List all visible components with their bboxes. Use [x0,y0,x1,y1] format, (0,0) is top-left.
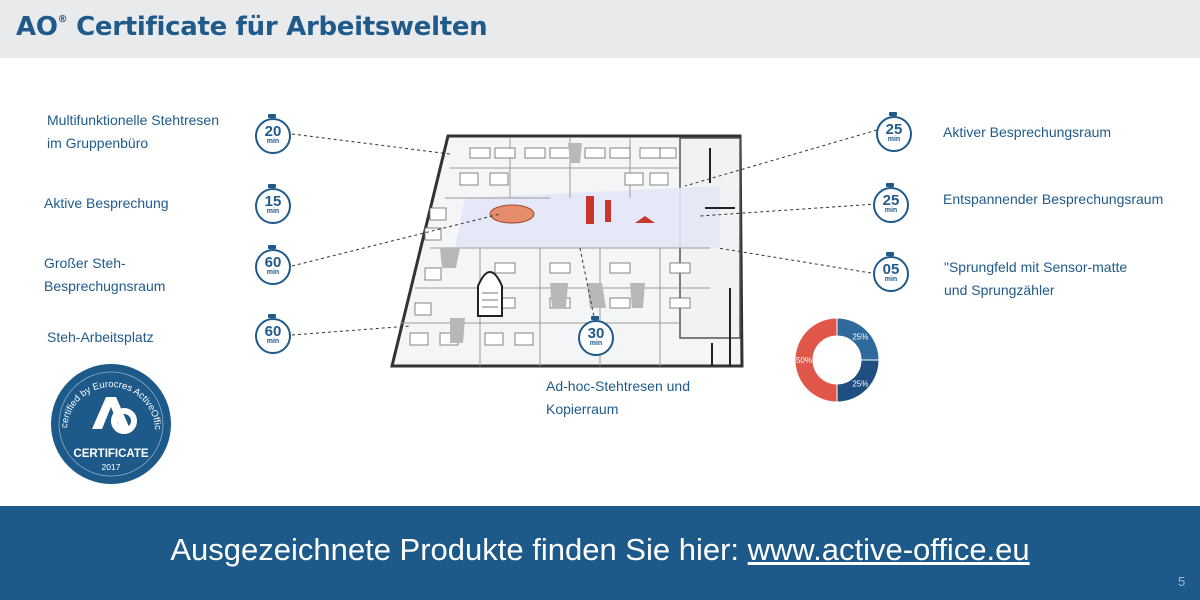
stopwatch-icon [268,114,276,118]
page-title: AO® Certificate für Arbeitswelten [16,12,488,42]
label-grosser-steh-besprechungsraum: Großer Steh- Besprechugnsraum [44,255,166,294]
page-number: 5 [1178,574,1186,589]
floor-plan-illustration [291,129,878,368]
active-office-logo-icon [92,397,137,434]
badge-label: CERTIFICATE [73,448,149,460]
footer-text: Ausgezeichnete Produkte finden Sie hier:… [170,532,1030,567]
stopwatch-icon [591,316,599,320]
label-sprungfeld: "Sprungfeld mit Sensor-matte und Sprungz… [944,259,1128,298]
donut-slice-2 [794,317,838,403]
stopwatch-icon [268,184,276,188]
donut-chart: 25% 25% 50% [794,317,880,403]
active-office-link[interactable]: www.active-office.eu [747,532,1030,567]
stopwatch-icon [889,112,897,116]
label-steh-arbeitsplatz: Steh-Arbeitsplatz [47,329,154,345]
footer-bar: Ausgezeichnete Produkte finden Sie hier:… [0,506,1200,600]
header-bar: AO® Certificate für Arbeitswelten [0,0,1200,58]
certificate-badge: certified by Eurocres ActiveOffice® CERT… [50,363,171,484]
stopwatch-icon [268,245,276,249]
label-aktiver-besprechungsraum: Aktiver Besprechungsraum [943,124,1112,140]
label-multifunktionelle-stehtresen: Multifunktionelle Stehtresen im Gruppenb… [47,112,219,151]
donut-label-2: 50% [796,356,812,365]
stopwatch-icon [886,252,894,256]
label-entspannender-besprechungsraum: Entspannender Besprechungsraum [943,191,1164,207]
label-adhoc-stehtresen: Ad-hoc-Stehtresen und Kopierraum [546,378,690,417]
donut-label-0: 25% [852,333,868,342]
donut-label-1: 25% [852,379,868,388]
label-aktive-besprechung: Aktive Besprechung [44,195,169,211]
stopwatch-icon [886,183,894,187]
badge-year: 2017 [102,462,121,472]
stopwatch-icon [268,314,276,318]
